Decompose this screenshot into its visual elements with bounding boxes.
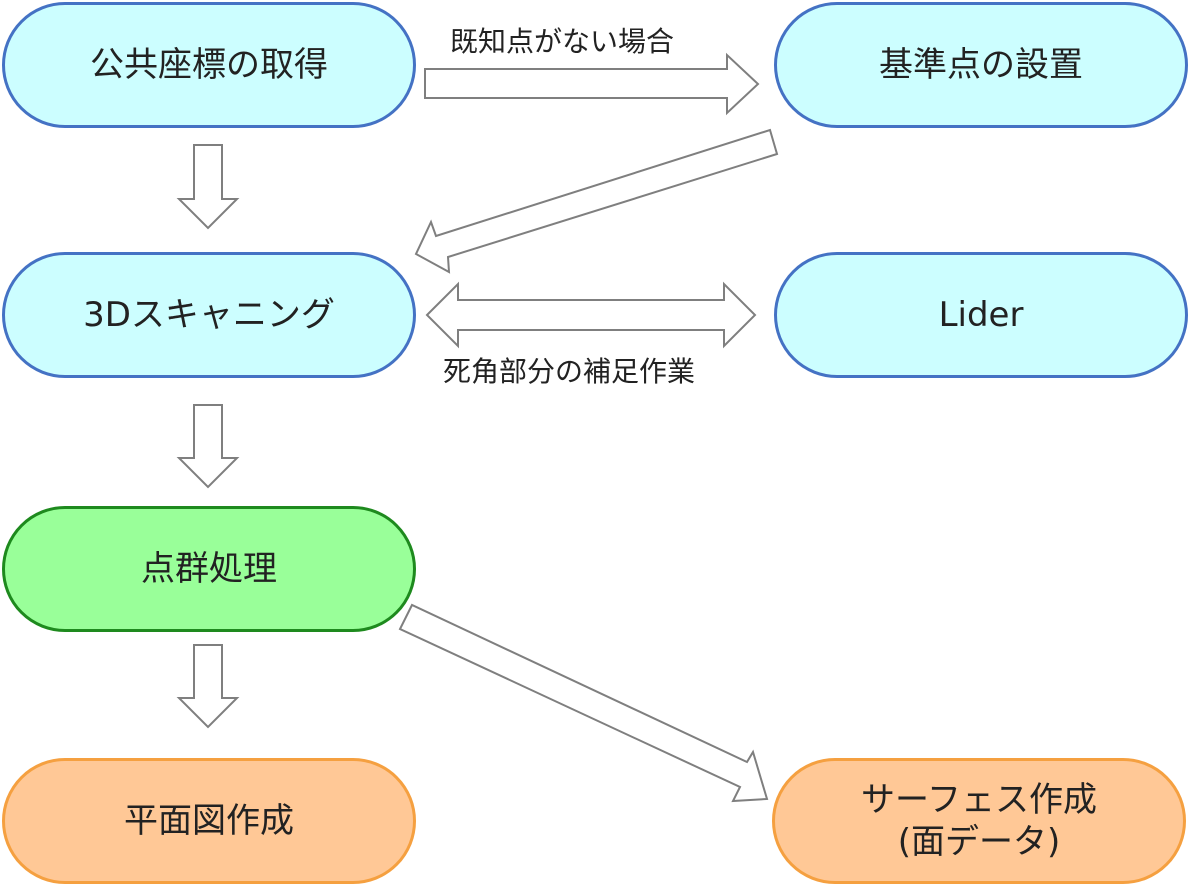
- arrow-coord-to-scan: [176, 144, 240, 230]
- node-surface-creation-label-line1: サーフェス作成: [861, 780, 1097, 820]
- arrow-coord-to-benchmark: [424, 52, 760, 116]
- node-lider: Lider: [774, 252, 1188, 378]
- label-no-known-point: 既知点がない場合: [450, 25, 675, 58]
- node-benchmark-setup: 基準点の設置: [774, 2, 1188, 128]
- node-plan-drawing: 平面図作成: [2, 758, 416, 884]
- node-benchmark-setup-label: 基準点の設置: [879, 45, 1083, 85]
- arrow-scan-lider-bidirectional: [425, 281, 757, 349]
- node-lider-label: Lider: [938, 295, 1024, 335]
- node-surface-creation: サーフェス作成 (面データ): [772, 758, 1186, 884]
- node-surface-creation-label-line2: (面データ): [897, 822, 1061, 862]
- arrow-pointcloud-to-surface: [398, 603, 769, 803]
- arrow-pointcloud-to-plan: [176, 644, 240, 729]
- node-point-cloud-processing-label: 点群処理: [141, 549, 277, 589]
- node-plan-drawing-label: 平面図作成: [124, 801, 294, 841]
- node-coordinate-acquisition-label: 公共座標の取得: [90, 45, 328, 85]
- label-blind-spot-supplement: 死角部分の補足作業: [443, 355, 696, 388]
- node-coordinate-acquisition: 公共座標の取得: [2, 2, 416, 128]
- node-3d-scanning-label: 3Dスキャニング: [83, 295, 335, 335]
- node-3d-scanning: 3Dスキャニング: [2, 252, 416, 378]
- arrow-benchmark-to-scan: [414, 128, 779, 274]
- arrow-scan-to-pointcloud: [176, 404, 240, 489]
- node-point-cloud-processing: 点群処理: [2, 506, 416, 632]
